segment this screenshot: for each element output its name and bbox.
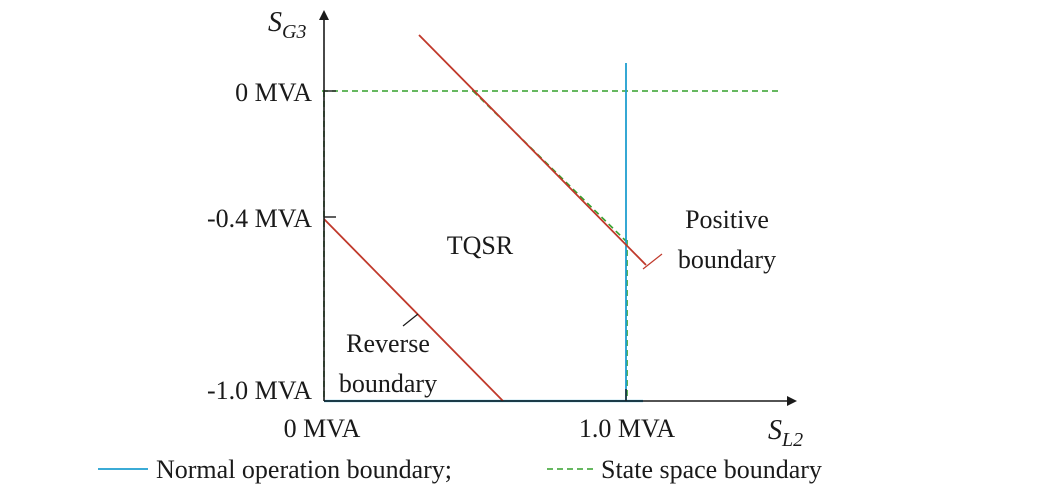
x-axis-label: SL2 [768,415,803,451]
y-tick-label-0: 0 MVA [235,78,312,107]
x-tick-label-0: 0 MVA [284,414,361,443]
positive-boundary-leader [642,253,663,270]
reverse-label-line1: Reverse [346,329,430,358]
reverse-label-line2: boundary [339,369,437,398]
positive-boundary-line [418,34,647,266]
reverse-boundary-leader [402,313,419,327]
y-tick-label-neg10: -1.0 MVA [207,376,312,405]
positive-label-line1: Positive [685,205,769,234]
positive-label-line2: boundary [678,245,776,274]
legend-normal-label: Normal operation boundary; [156,455,452,484]
y-tick-label-neg04: -0.4 MVA [207,204,312,233]
legend-state-label: State space boundary [601,455,822,484]
reverse-boundary-line [323,218,504,402]
x-tick-label-1: 1.0 MVA [579,414,676,443]
y-axis-label: SG3 [268,7,306,43]
region-label: TQSR [447,231,514,260]
